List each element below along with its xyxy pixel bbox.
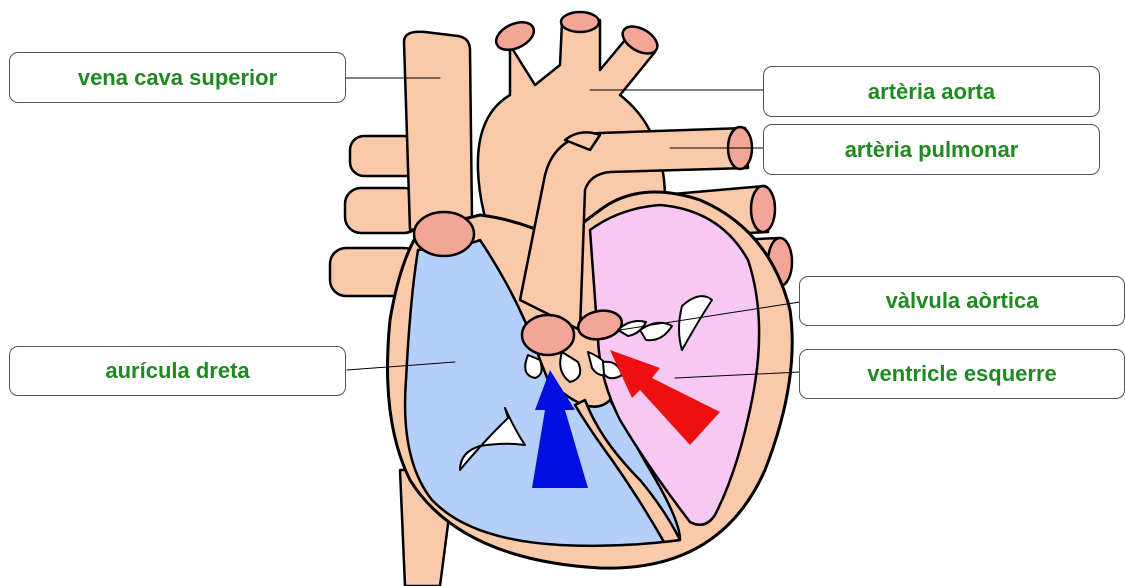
label-text: aurícula dreta — [105, 358, 249, 384]
label-text: vena cava superior — [78, 65, 277, 91]
label-ventricle-esquerre[interactable]: ventricle esquerre — [799, 349, 1125, 399]
label-valvula-aortica[interactable]: vàlvula aòrtica — [799, 276, 1125, 326]
label-text: ventricle esquerre — [867, 361, 1057, 387]
label-text: artèria aorta — [868, 79, 995, 105]
label-arteria-pulmonar[interactable]: artèria pulmonar — [763, 124, 1100, 175]
label-auricula-dreta[interactable]: aurícula dreta — [9, 346, 346, 396]
label-vena-cava-superior[interactable]: vena cava superior — [9, 52, 346, 103]
label-text: vàlvula aòrtica — [886, 288, 1039, 314]
label-arteria-aorta[interactable]: artèria aorta — [763, 66, 1100, 117]
pulmonary-valve-ring — [522, 315, 574, 355]
label-text: artèria pulmonar — [845, 137, 1019, 163]
vena-cava-opening — [414, 212, 474, 256]
